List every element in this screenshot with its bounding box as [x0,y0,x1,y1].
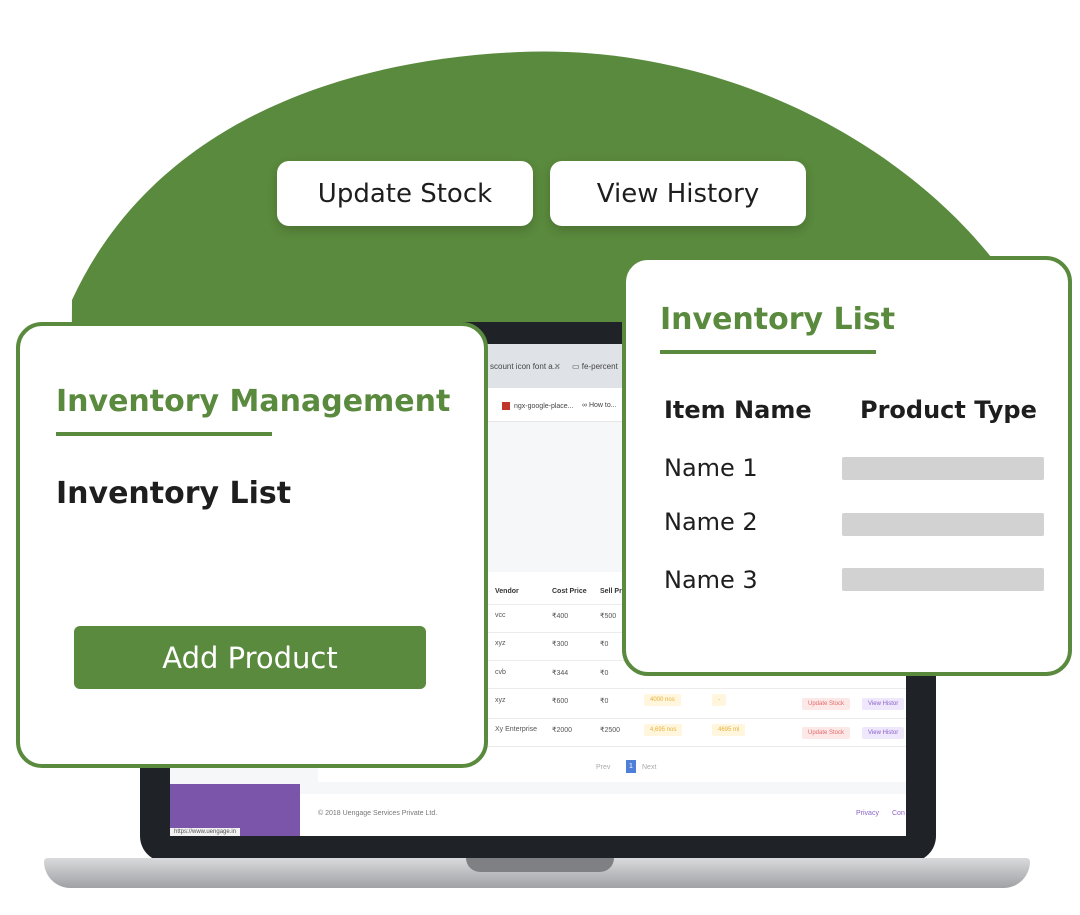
product-type-placeholder [842,568,1044,591]
cell-sell: ₹0 [600,641,609,648]
browser-tab[interactable]: scount icon font a... [490,362,560,371]
table-header-sell-price: Sell Pr [600,588,622,595]
column-header-item-name: Item Name [664,396,812,424]
view-history-button[interactable]: View Histor [862,727,905,739]
cell-vendor: cvb [495,669,506,676]
item-name-cell: Name 3 [664,566,758,594]
cell-sell: ₹500 [600,613,617,620]
pager-prev[interactable]: Prev [596,764,611,771]
footer-privacy-link[interactable]: Privacy [856,810,879,817]
qty-badge: 4000 nos [644,694,681,706]
link-icon: ∞ [582,402,589,409]
cell-cost: ₹400 [552,613,569,620]
card-title: Inventory Management [56,384,451,419]
qty-badge: 4,695 nos [644,724,683,736]
bookmark-item[interactable]: ∞ How to... [582,402,617,409]
row-divider [318,632,906,633]
title-underline [660,350,876,354]
table-header-cost-price: Cost Price [552,588,587,595]
app-sidebar [170,784,300,836]
table-header-vendor: Vendor [495,588,519,595]
add-product-button[interactable]: Add Product [74,626,426,689]
update-stock-button[interactable]: Update Stock [277,161,533,226]
inventory-list-label: Inventory List [56,476,292,511]
card-title: Inventory List [660,302,896,337]
unit-badge: 4695 ml [712,724,746,736]
cell-cost: ₹344 [552,670,569,677]
product-type-placeholder [842,457,1044,480]
item-name-cell: Name 2 [664,508,758,536]
product-type-placeholder [842,513,1044,536]
row-divider [318,718,906,719]
cell-vendor: xyz [495,697,506,704]
item-name-cell: Name 1 [664,454,758,482]
browser-tab[interactable]: ▭ fe-percent [572,362,618,371]
cell-vendor: xyz [495,640,506,647]
browser-status-url: https://www.uengage.in [170,828,241,836]
cell-sell: ₹0 [600,670,609,677]
row-divider [318,604,906,605]
view-history-button[interactable]: View Histor [862,698,905,710]
bookmark-item[interactable]: ngx-google-place... [502,402,574,410]
pager-page-current[interactable]: 1 [626,760,636,773]
row-divider [318,688,906,689]
title-underline [56,432,272,436]
cell-sell: ₹0 [600,698,609,705]
cell-sell: ₹2500 [600,727,621,734]
cell-vendor: vcc [495,612,506,619]
laptop-notch [466,858,614,872]
pager-next[interactable]: Next [642,764,657,771]
column-header-product-type: Product Type [860,396,1037,424]
inventory-management-card: Inventory Management Inventory List Add … [16,322,488,768]
app-footer: © 2018 Uengage Services Private Ltd. Pri… [300,794,906,836]
update-stock-button[interactable]: Update Stock [802,727,851,739]
cell-cost: ₹600 [552,698,569,705]
update-stock-button[interactable]: Update Stock [802,698,851,710]
inventory-list-card: Inventory List Item Name Product Type Na… [622,256,1072,676]
cell-cost: ₹300 [552,641,569,648]
cell-vendor: Xy Enterprise [495,726,538,733]
tab-close-icon[interactable]: ✕ [554,362,561,371]
footer-copyright: © 2018 Uengage Services Private Ltd. [318,810,438,817]
row-divider [318,746,906,747]
unit-badge: - [712,694,726,706]
bookmark-favicon-icon [502,402,510,410]
view-history-button[interactable]: View History [550,161,806,226]
row-divider [318,660,906,661]
footer-contact-link[interactable]: Con [892,810,905,817]
cell-cost: ₹2000 [552,727,573,734]
